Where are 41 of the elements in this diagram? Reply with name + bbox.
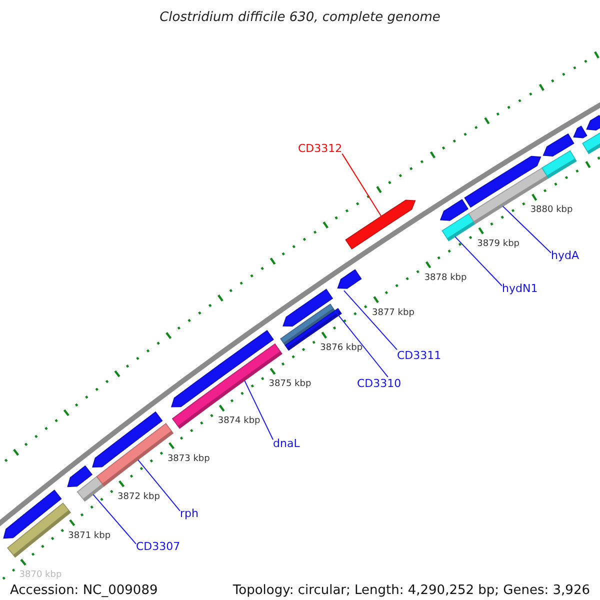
gene-segment — [67, 465, 93, 488]
leader-line — [343, 290, 398, 350]
gene-segment — [345, 200, 416, 250]
gene-label: CD3307 — [136, 540, 180, 553]
scale-label: 3877 kbp — [372, 308, 414, 318]
accession-text: Accession: NC_009089 — [10, 583, 158, 598]
genome-summary-text: Topology: circular; Length: 4,290,252 bp; Genes: 3,926 — [232, 583, 590, 598]
leader-line — [334, 310, 388, 378]
scale-label: 3873 kbp — [167, 454, 210, 464]
leader-line — [454, 236, 502, 286]
scale-label: 3875 kbp — [268, 379, 312, 390]
leader-line — [244, 380, 274, 440]
leader-line — [342, 153, 382, 217]
scale-label: 3872 kbp — [118, 492, 160, 502]
leader-line — [137, 459, 180, 512]
scale-label: 3871 kbp — [68, 530, 111, 541]
gene-label: CD3311 — [397, 349, 442, 362]
leader-line — [92, 494, 136, 544]
gene-segment — [542, 133, 574, 157]
gene-label: hydN1 — [502, 282, 538, 295]
leader-line — [502, 206, 552, 254]
gene-segment — [337, 269, 362, 289]
diagram-title: Clostridium difficile 630, complete genome — [158, 10, 442, 25]
gene-label: rph — [180, 507, 198, 520]
gene-label: dnaL — [273, 437, 300, 450]
scale-label: 3880 kbp — [530, 205, 573, 216]
gene-segment — [3, 490, 62, 539]
gene-label: CD3310 — [357, 377, 402, 390]
gene-label: hydA — [551, 249, 579, 262]
gene-segment — [92, 411, 163, 468]
scale-label: 3876 kbp — [320, 343, 363, 354]
scale-label: 3878 kbp — [424, 272, 467, 283]
gene-segment — [282, 288, 334, 326]
gene-segment — [573, 126, 588, 138]
scale-label: 3874 kbp — [218, 416, 260, 426]
gene-label: CD3312 — [298, 142, 342, 155]
gene-segment — [586, 114, 600, 131]
scale-label: 3870 kbp — [19, 570, 62, 580]
gene-segment — [440, 199, 468, 221]
gene-segment — [582, 132, 600, 154]
scale-label: 3879 kbp — [477, 238, 520, 249]
